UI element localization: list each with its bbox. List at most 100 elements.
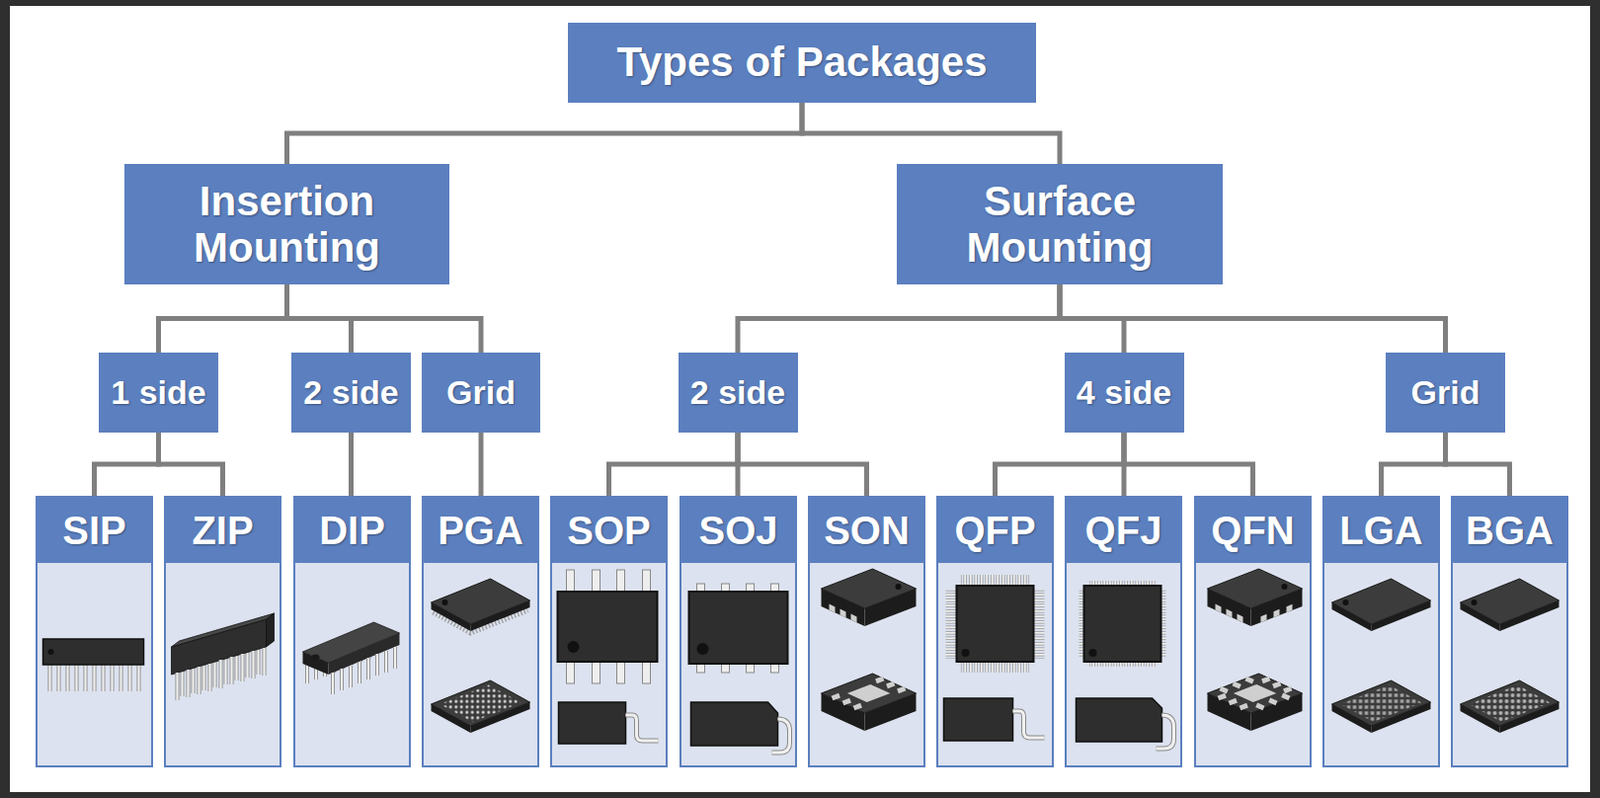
package-header: DIP [295,497,409,563]
package-header: SIP [37,497,152,563]
card-ground [936,495,1054,768]
package-card: SOJ [679,495,798,768]
package-card: BGA [1450,495,1569,768]
side-body [559,702,627,744]
sip-chip [43,639,145,692]
package-name: LGA [1339,508,1423,553]
pin-row [960,574,1031,586]
package-header: ZIP [165,497,280,563]
lga-bottom-view [1332,680,1432,733]
chip-box [1207,568,1303,627]
package-card: QFN [1194,495,1312,768]
pad [1226,609,1233,619]
package-card: SIP [35,495,154,768]
lead-outline [1013,711,1045,738]
tree-connector [159,432,224,496]
pin1-dot [567,640,580,653]
chip-body [957,585,1035,662]
chip-slab [431,578,531,632]
pin1-dot [961,648,970,657]
pad [840,609,847,619]
package-header: QFP [938,497,1052,563]
pads [1218,678,1292,709]
package-header: SON [809,497,924,563]
pads [832,678,906,709]
pin-outline [177,647,265,701]
card-ground [163,495,282,768]
tree-connector [1059,284,1446,353]
package-name: QFN [1210,508,1294,553]
mounting-box: Surface Mounting [896,163,1223,285]
package-header: BGA [1452,497,1567,563]
pin [642,661,651,684]
chip-notch [312,654,320,661]
pin1-dot [48,648,55,655]
lead-layout-box: Grid [1385,352,1506,433]
package-name: DIP [319,508,386,553]
thermal-pad [847,684,890,703]
pin [177,647,265,701]
card-ground [35,495,154,768]
tree-connector [287,102,803,164]
qfj-chip [1076,580,1175,749]
package-name: BGA [1465,508,1554,553]
package-name: SON [823,508,910,553]
mounting-box: Insertion Mounting [124,163,450,285]
pin [617,569,626,592]
card-grounds [35,495,1569,768]
lead [626,715,659,741]
tree-connector [801,102,1060,164]
card-ground [1450,495,1569,768]
pin1-dot [1343,599,1350,606]
card-ground [293,495,411,768]
mounting-label: Insertion Mounting [136,177,438,271]
pad [1237,614,1244,624]
chip-slab [1460,578,1560,632]
pga-top-view [431,578,531,634]
tree-connector [609,432,739,496]
package-card: LGA [1322,495,1440,768]
qfp-chip [944,574,1045,741]
package-header: QFJ [1066,497,1181,563]
lead-layout-box: 2 side [678,352,799,433]
pin-row [1034,589,1045,659]
package-header: SOP [552,497,666,563]
package-name: ZIP [191,508,253,553]
chip-box [821,673,917,731]
pin1-dot [1471,599,1478,606]
package-name: SOJ [698,508,778,553]
chip-body [1084,585,1162,662]
sop-chip [558,569,659,744]
tree-connector [737,432,868,496]
lead-layout-box: 4 side [1064,352,1185,433]
pin1-dot [1089,648,1098,657]
side-pads [1215,604,1293,624]
chip-top [171,613,275,647]
bga-top-view [1460,578,1560,632]
lead-layout-label: 4 side [1076,373,1172,412]
land-grid [1341,685,1423,723]
pin-row [960,661,1031,673]
side-body [944,698,1014,741]
pin [332,646,396,695]
mounting-label: Surface Mounting [908,177,1211,271]
side-pads [829,604,858,624]
root-box: Types of Packages [567,22,1037,103]
chip-slab [1332,680,1432,733]
pin [642,569,651,592]
lead-layout-label: 2 side [690,373,786,412]
pin [592,569,601,592]
tree-connector [1381,432,1446,496]
chip-slab [1460,680,1560,733]
qfn-top-view [1207,568,1303,627]
qfn-bottom-view [1207,673,1303,731]
chip-body [558,591,658,662]
soj-chip [689,583,791,753]
package-card: PGA [421,495,540,768]
package-card: QFP [936,495,1054,768]
chip-box [1207,673,1303,731]
card-ground [550,495,668,768]
lead [772,719,791,753]
